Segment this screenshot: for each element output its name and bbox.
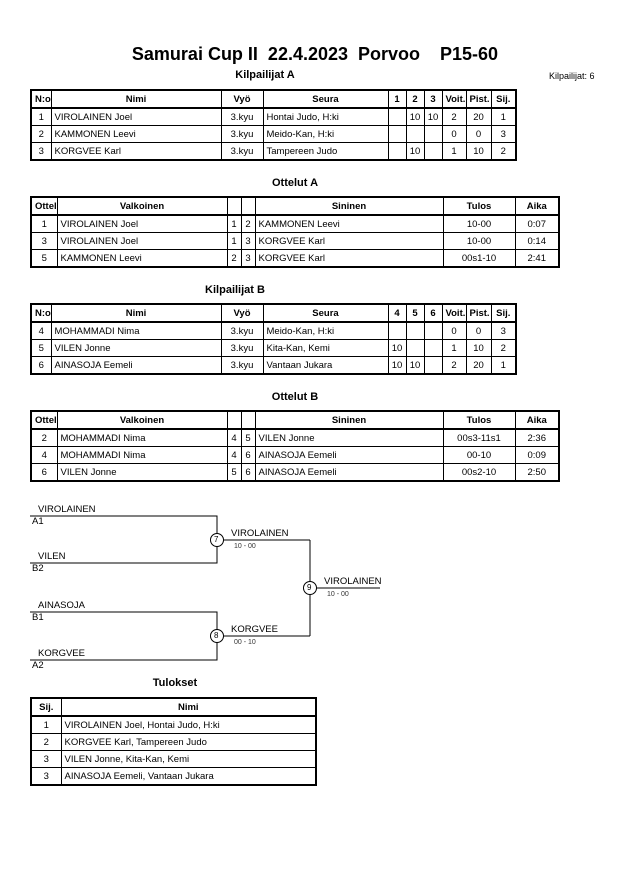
match-8-circle <box>210 629 224 643</box>
matchesB-col-header: Aika <box>514 410 560 430</box>
table-cell: 00s1-10 <box>442 249 516 268</box>
matchesB-col-header: Ottelu <box>30 410 58 430</box>
table-cell: 5 <box>226 463 242 482</box>
table-cell: VIROLAINEN Joel <box>56 232 228 250</box>
table-cell: 0:14 <box>514 232 560 250</box>
matches-a-heading: Ottelut A <box>271 177 319 189</box>
matchesA-col-header: Aika <box>514 196 560 216</box>
semi2-bottom-name: KORGVEE <box>38 648 85 659</box>
table-cell: VILEN Jonne, Kita-Kan, Kemi <box>60 750 317 768</box>
semi1-winner: VIROLAINEN <box>231 528 289 539</box>
semi2-top-seed: B1 <box>32 612 44 623</box>
table-cell: 3.kyu <box>220 125 264 143</box>
matchesA-col-header: Ottelu <box>30 196 58 216</box>
matches-b-heading: Ottelut B <box>271 391 319 403</box>
table-cell: 2 <box>490 339 517 357</box>
matchesA-col-header: Tulos <box>442 196 516 216</box>
final-score: 10 - 00 <box>327 591 349 598</box>
table-cell: 2:50 <box>514 463 560 482</box>
competitor-count: Kilpailijat: 6 <box>549 71 595 81</box>
match-9-number: 9 <box>307 583 312 592</box>
semi1-bottom-name: VILEN <box>38 551 66 562</box>
semi2-score: 00 - 10 <box>234 639 256 646</box>
table-cell: 1 <box>30 715 62 734</box>
semi1-score: 10 - 00 <box>234 543 256 550</box>
groupB-col-header: Sij. <box>490 303 517 323</box>
table-cell: KORGVEE Karl, Tampereen Judo <box>60 733 317 751</box>
table-cell: 3 <box>30 750 62 768</box>
table-cell: 1 <box>441 142 467 161</box>
semi2-bottom-seed: A2 <box>32 660 44 671</box>
table-cell: 2 <box>30 733 62 751</box>
table-cell: Vantaan Jukara <box>262 356 389 375</box>
results-header-row: Sij.Nimi <box>30 697 317 717</box>
group-a-heading: Kilpailijat A <box>235 69 295 81</box>
table-cell: Meido-Kan, H:ki <box>262 125 389 143</box>
table-cell: 1 <box>490 356 517 375</box>
results-heading: Tulokset <box>152 677 198 689</box>
table-cell: AINASOJA Eemeli <box>50 356 222 375</box>
results-col-header: Nimi <box>60 697 317 717</box>
matches-b-table: OtteluValkoinenSininenTulosAika 2MOHAMMA… <box>30 410 560 482</box>
groupB-col-header: Vyö <box>220 303 264 323</box>
groupA-col-header: Sij. <box>490 89 517 109</box>
table-cell: 3.kyu <box>220 356 264 375</box>
matchesB-col-header: Valkoinen <box>56 410 228 430</box>
semi2-top-name: AINASOJA <box>38 600 85 611</box>
table-cell: 2 <box>490 142 517 161</box>
matchesA-col-header: Sininen <box>254 196 444 216</box>
final-winner: VIROLAINEN <box>324 576 382 587</box>
table-cell: 3 <box>490 125 517 143</box>
matchesA-col-header: Valkoinen <box>56 196 228 216</box>
table-cell: KAMMONEN Leevi <box>56 249 228 268</box>
group-b-heading: Kilpailijat B <box>205 284 265 296</box>
match-7-number: 7 <box>214 535 219 544</box>
table-cell: KAMMONEN Leevi <box>50 125 222 143</box>
matches-b-header-row: OtteluValkoinenSininenTulosAika <box>30 410 560 430</box>
match-7-circle <box>210 533 224 547</box>
semi2-winner: KORGVEE <box>231 624 278 635</box>
match-9-circle <box>303 581 317 595</box>
table-cell: 2:41 <box>514 249 560 268</box>
page-title: Samurai Cup II 22.4.2023 Porvoo P15-60 <box>131 44 499 64</box>
results-col-header: Sij. <box>30 697 62 717</box>
semi1-top-name: VIROLAINEN <box>38 504 96 515</box>
groupA-col-header: Voit. <box>441 89 467 109</box>
table-cell: 00-10 <box>442 446 516 464</box>
match-8-number: 8 <box>214 631 219 640</box>
table-cell: 10 <box>405 142 425 161</box>
table-cell: 3 <box>30 767 62 786</box>
table-cell: VILEN Jonne <box>50 339 222 357</box>
groupB-col-header: Voit. <box>441 303 467 323</box>
table-cell: AINASOJA Eemeli, Vantaan Jukara <box>60 767 317 786</box>
semi1-bottom-seed: B2 <box>32 563 44 574</box>
table-cell: VIROLAINEN Joel, Hontai Judo, H:ki <box>60 715 317 734</box>
table-cell: 0:09 <box>514 446 560 464</box>
semi1-top-seed: A1 <box>32 516 44 527</box>
table-cell: 6 <box>30 463 58 482</box>
